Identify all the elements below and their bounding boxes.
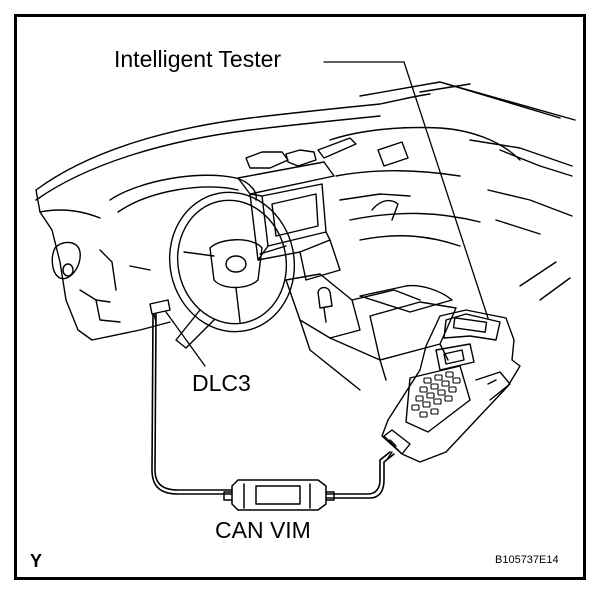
leader-lines [165, 61, 489, 367]
intelligent-tester-label: Intelligent Tester [114, 46, 282, 72]
dlc3-label: DLC3 [192, 370, 251, 396]
corner-mark: Y [30, 551, 43, 571]
intelligent-tester-device [381, 309, 521, 463]
center-console [285, 273, 457, 391]
can-vim-module [223, 479, 335, 511]
can-vim-label: CAN VIM [215, 517, 311, 543]
figure-code: B105737E14 [495, 554, 559, 566]
steering-wheel [168, 191, 296, 349]
dashboard [35, 81, 576, 341]
cables [151, 313, 395, 499]
